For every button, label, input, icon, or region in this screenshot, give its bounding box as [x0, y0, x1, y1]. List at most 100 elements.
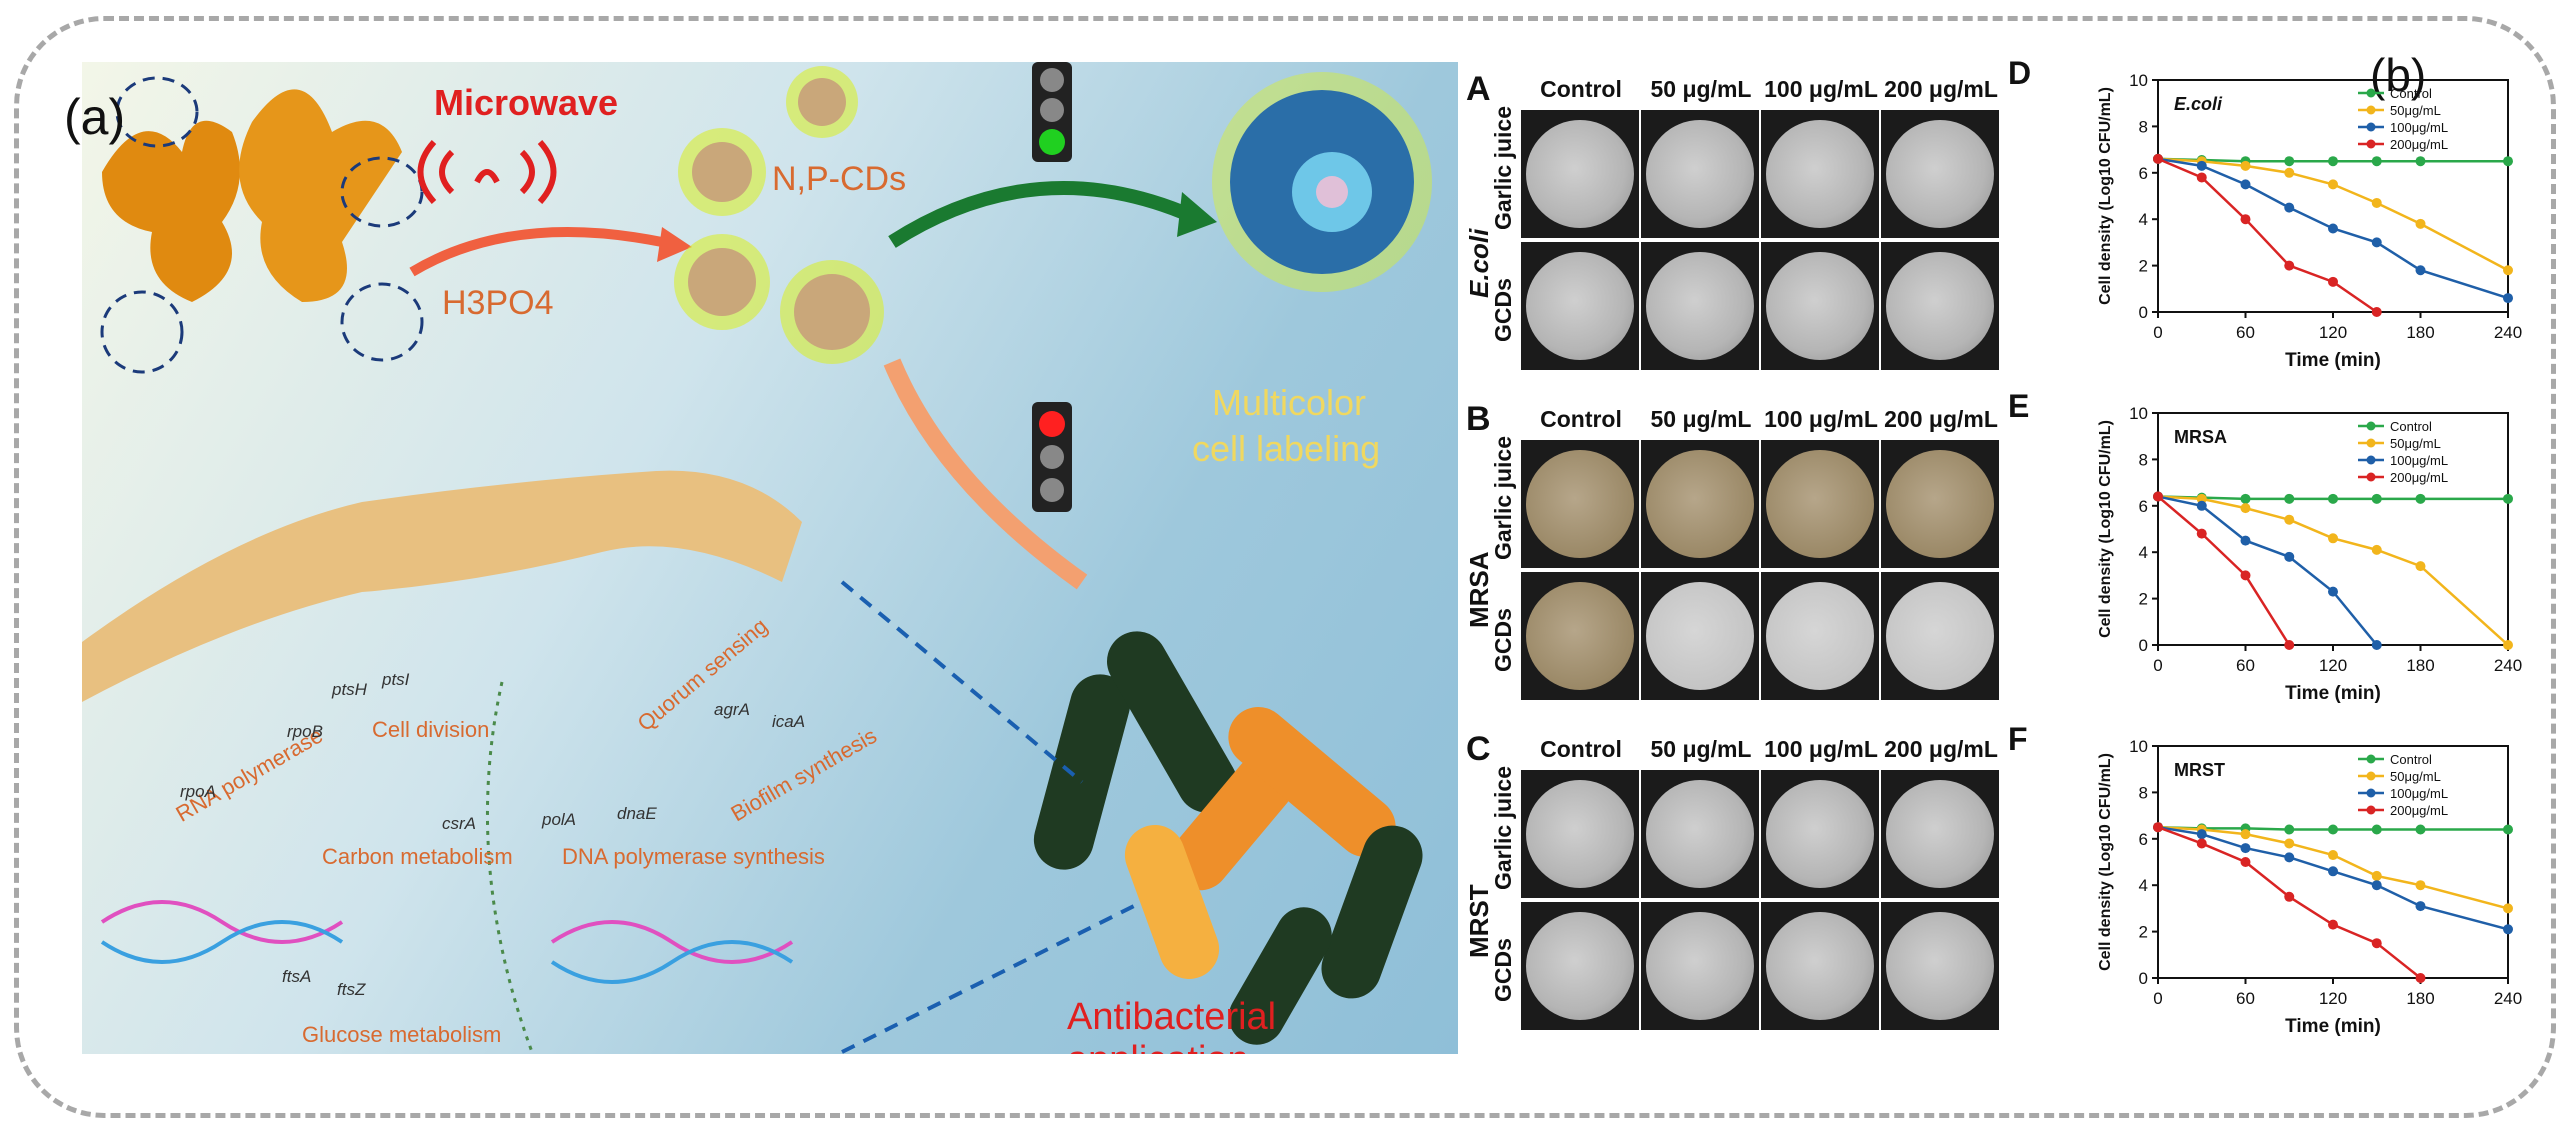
data-point: [2240, 214, 2251, 225]
data-point: [2415, 156, 2426, 167]
data-point: [2415, 824, 2426, 835]
panel-letter: F: [2008, 721, 2028, 757]
traffic-light-green-icon: [1032, 62, 1072, 162]
series-line: [2157, 825, 2509, 910]
petri-dish: [1766, 582, 1874, 690]
labeling-label-line2: cell labeling: [1192, 428, 1381, 469]
y-tick-label: 10: [2129, 404, 2148, 423]
organism-label: MRST: [1464, 884, 1494, 958]
x-tick-label: 120: [2319, 323, 2347, 342]
data-point: [2328, 533, 2338, 544]
data-point: [2240, 843, 2251, 854]
process-label: Cell division: [372, 717, 490, 742]
x-axis-label: Time (min): [2285, 1016, 2381, 1037]
plate-cell: [1761, 440, 1879, 568]
synthesis-arrow: [409, 227, 663, 277]
petri-dish: [1526, 912, 1634, 1020]
data-point: [2415, 493, 2426, 504]
gene-label: csrA: [442, 814, 476, 833]
data-point: [2415, 901, 2426, 912]
labeling-arrow: [888, 181, 1185, 248]
plate-cell: [1881, 242, 1999, 370]
y-tick-label: 8: [2139, 450, 2148, 469]
series-line: [2157, 826, 2422, 979]
data-point: [2284, 640, 2295, 650]
y-tick-label: 4: [2139, 543, 2148, 562]
data-point: [2371, 197, 2382, 208]
data-point: [2328, 493, 2338, 504]
plate-cell: [1521, 110, 1639, 238]
traffic-light-red-icon: [1032, 402, 1072, 512]
data-point: [2328, 179, 2338, 190]
data-point: [2328, 276, 2338, 287]
garlic-flower-icon: [100, 76, 424, 374]
plate-cell: [1761, 572, 1879, 700]
petri-dish: [1766, 912, 1874, 1020]
plate-cell: [1641, 572, 1759, 700]
x-tick-label: 0: [2153, 323, 2162, 342]
carbon-dots: [674, 66, 884, 364]
plate-cell: [1641, 242, 1759, 370]
panel-letter: E: [2008, 388, 2029, 424]
data-point: [2371, 870, 2382, 881]
series-line: [2157, 825, 2508, 831]
data-point: [2240, 179, 2251, 190]
data-point: [2371, 156, 2382, 167]
microwave-label: Microwave: [434, 82, 619, 123]
column-header: Control: [1540, 736, 1622, 762]
data-point: [2240, 857, 2251, 867]
row-header: Garlic juice: [1490, 435, 1516, 560]
petri-dish: [1526, 582, 1634, 690]
data-point: [2503, 903, 2513, 914]
y-tick-label: 2: [2139, 590, 2148, 609]
legend-label: Control: [2390, 86, 2432, 101]
data-point: [2371, 237, 2382, 248]
legend-label: 200μg/mL: [2390, 803, 2448, 818]
cds-label: N,P-CDs: [772, 160, 907, 198]
data-point: [2153, 822, 2163, 833]
chart-title: MRST: [2174, 760, 2225, 780]
plate-cell: [1761, 242, 1879, 370]
data-point: [2284, 167, 2295, 178]
data-point: [2284, 156, 2295, 167]
plate-cell: [1521, 242, 1639, 370]
legend-marker: [2366, 771, 2376, 781]
panel-letter: A: [1466, 70, 1491, 108]
data-point: [2415, 973, 2426, 983]
legend-label: 100μg/mL: [2390, 453, 2448, 468]
column-header: 50 μg/mL: [1650, 736, 1752, 762]
data-point: [2371, 307, 2382, 317]
gene-label: agrA: [714, 700, 750, 719]
legend-label: Control: [2390, 752, 2432, 767]
data-point: [2328, 866, 2338, 877]
data-point: [2328, 919, 2338, 930]
legend-marker: [2366, 805, 2376, 815]
legend-marker: [2366, 438, 2376, 448]
series-line: [2157, 157, 2508, 163]
series-line: [2157, 157, 2378, 314]
series-line: [2157, 495, 2509, 646]
petri-dish: [1886, 450, 1994, 558]
column-header: 50 μg/mL: [1650, 406, 1752, 432]
data-point: [2503, 640, 2513, 650]
application-label: Antibacterial application: [1067, 996, 1277, 1054]
column-header: 100 μg/mL: [1764, 736, 1878, 762]
process-label: DNA polymerase synthesis: [562, 844, 825, 869]
legend-marker: [2366, 122, 2376, 132]
petri-dish: [1646, 252, 1754, 360]
data-point: [2503, 265, 2513, 276]
y-axis-label: Cell density (Log10 CFU/mL): [2097, 87, 2114, 305]
legend-marker: [2366, 421, 2376, 431]
petri-dish: [1526, 120, 1634, 228]
organism-label: E.coli: [1464, 228, 1494, 298]
legend-marker: [2366, 139, 2376, 149]
y-tick-label: 2: [2139, 257, 2148, 276]
petri-dish: [1646, 912, 1754, 1020]
organism-label: MRSA: [1464, 551, 1494, 628]
data-point: [2371, 493, 2382, 504]
membrane-graphic: [82, 470, 802, 702]
data-point: [2240, 535, 2251, 546]
data-point: [2371, 938, 2382, 949]
x-tick-label: 180: [2406, 656, 2434, 675]
